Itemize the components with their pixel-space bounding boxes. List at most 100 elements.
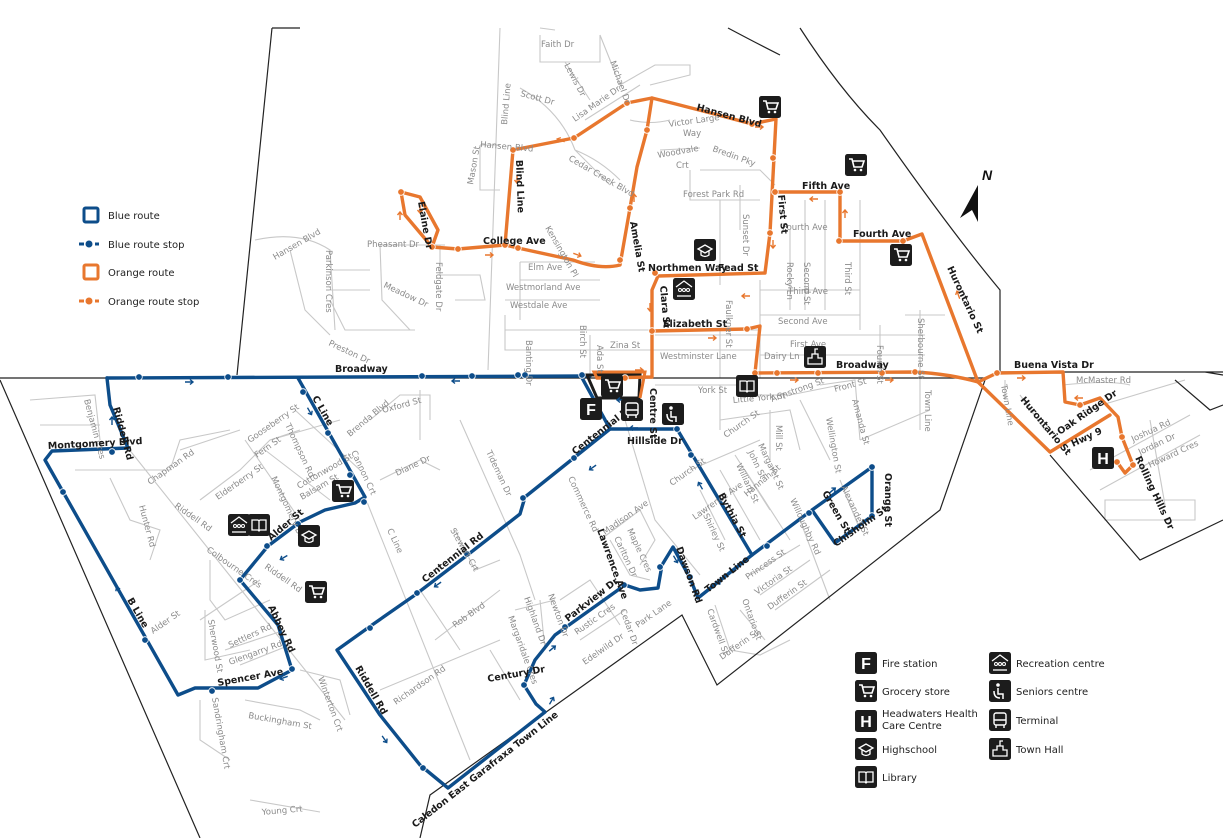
route-street-label: Hillside Dr	[627, 436, 683, 447]
direction-arrow-icon	[485, 251, 495, 259]
recreation-centre-icon[interactable]	[228, 514, 250, 536]
blue-route-stop[interactable]	[561, 623, 569, 631]
blue-route-stop[interactable]	[236, 576, 244, 584]
blue-route-stop[interactable]	[520, 681, 528, 689]
grocery-store-icon[interactable]	[759, 96, 781, 118]
blue-route-stop[interactable]	[419, 764, 427, 772]
blue-route-stop[interactable]	[868, 512, 876, 520]
blue-route-stop[interactable]	[299, 388, 307, 396]
street-label: Church St	[722, 408, 762, 440]
highschool-icon[interactable]	[298, 525, 320, 547]
orange-route-stop[interactable]	[836, 188, 844, 196]
blue-route-stop[interactable]	[360, 498, 368, 506]
blue-route-stop[interactable]	[346, 471, 354, 479]
orange-route-stop[interactable]	[771, 188, 779, 196]
blue-route-stop[interactable]	[413, 589, 421, 597]
grocery-store-icon[interactable]	[845, 154, 867, 176]
orange-route-stop[interactable]	[748, 120, 756, 128]
blue-route-stop[interactable]	[686, 573, 694, 581]
blue-route-stop[interactable]	[521, 371, 529, 379]
blue-route-stop[interactable]	[519, 494, 527, 502]
facility-legend: Fire station Grocery store Headwaters He…	[855, 652, 1105, 788]
orange-route-stop[interactable]	[814, 369, 822, 377]
seniors-centre-icon[interactable]	[662, 403, 684, 425]
blue-route-stop[interactable]	[418, 372, 426, 380]
route-street-label: Broadway	[335, 364, 389, 375]
blue-route-stop[interactable]	[514, 371, 522, 379]
orange-route-stop[interactable]	[993, 369, 1001, 377]
route-street-label: Montgomery Blvd	[48, 436, 143, 452]
orange-route-stop[interactable]	[835, 237, 843, 245]
orange-route-stop[interactable]	[766, 229, 774, 237]
street-label: Westdale Ave	[510, 301, 567, 311]
blue-route-stop[interactable]	[59, 488, 67, 496]
blue-route-stop[interactable]	[141, 636, 149, 644]
route-street-label: Spencer Ave	[217, 667, 284, 689]
blue-route-stop[interactable]	[108, 448, 116, 456]
orange-route-stop[interactable]	[454, 245, 462, 253]
route-street-label: Elizabeth St	[663, 319, 728, 330]
blue-route-stop[interactable]	[208, 687, 216, 695]
orange-route-stop[interactable]	[769, 154, 777, 162]
grocery-store-icon[interactable]	[890, 244, 912, 266]
grocery-store-icon[interactable]	[332, 480, 354, 502]
blue-route-stop[interactable]	[687, 451, 695, 459]
orange-route-stop[interactable]	[1129, 461, 1137, 469]
orange-route-stop[interactable]	[514, 244, 522, 252]
route-street-label: Dawson Rd	[673, 545, 704, 605]
terminal-icon[interactable]	[621, 399, 643, 421]
blue-route-stop[interactable]	[805, 509, 813, 517]
blue-route-stop[interactable]	[570, 454, 578, 462]
blue-route-stop[interactable]	[263, 542, 271, 550]
town-hall-icon	[989, 738, 1011, 760]
orange-route-stop[interactable]	[651, 269, 659, 277]
orange-route-stop[interactable]	[616, 256, 624, 264]
orange-route-stop[interactable]	[397, 188, 405, 196]
orange-route-stop[interactable]	[643, 126, 651, 134]
blue-route-stop[interactable]	[763, 542, 771, 550]
library-icon[interactable]	[248, 514, 270, 536]
blue-route-stop[interactable]	[224, 373, 232, 381]
blue-route-stop[interactable]	[288, 665, 296, 673]
orange-route-stop[interactable]	[878, 369, 886, 377]
grocery-store-icon[interactable]	[305, 581, 327, 603]
town-hall-icon[interactable]	[804, 346, 826, 368]
blue-route-stop[interactable]	[324, 429, 332, 437]
orange-route-stop[interactable]	[773, 369, 781, 377]
blue-route-stop[interactable]	[468, 372, 476, 380]
blue-route-stop[interactable]	[656, 563, 664, 571]
blue-route[interactable]	[43, 373, 874, 790]
street-label: Hansen Blvd	[272, 227, 323, 262]
orange-route-stop[interactable]	[626, 204, 634, 212]
direction-arrow-icon	[115, 586, 122, 595]
grocery-store-icon[interactable]	[601, 375, 623, 397]
blue-route-stop[interactable]	[868, 463, 876, 471]
street-label: Woodvale	[657, 144, 700, 161]
recreation-centre-icon[interactable]	[673, 278, 695, 300]
blue-route-stop[interactable]	[366, 624, 374, 632]
hospital-icon[interactable]	[1092, 447, 1114, 469]
blue-route-stop[interactable]	[673, 425, 681, 433]
orange-route-stop[interactable]	[1118, 433, 1126, 441]
orange-route-stop[interactable]	[570, 134, 578, 142]
orange-route-stop[interactable]	[509, 146, 517, 154]
orange-route-stop[interactable]	[1113, 458, 1121, 466]
orange-route-stop[interactable]	[1076, 401, 1084, 409]
orange-route-stop[interactable]	[501, 241, 509, 249]
blue-route-stop[interactable]	[578, 371, 586, 379]
orange-route[interactable]	[399, 96, 1135, 475]
orange-route-stop[interactable]	[623, 99, 631, 107]
blue-route-stop[interactable]	[463, 550, 471, 558]
street-label: Preston Dr	[327, 339, 372, 367]
orange-route-stop[interactable]	[743, 325, 751, 333]
orange-route-stop[interactable]	[911, 368, 919, 376]
blue-route-stop[interactable]	[620, 581, 628, 589]
blue-route-stop[interactable]	[135, 373, 143, 381]
fire-station-icon[interactable]	[580, 398, 602, 420]
direction-arrow-icon	[279, 675, 288, 682]
library-icon[interactable]	[736, 375, 758, 397]
orange-route-stop[interactable]	[428, 243, 436, 251]
orange-route-stop[interactable]	[648, 327, 656, 335]
highschool-icon[interactable]	[694, 239, 716, 261]
